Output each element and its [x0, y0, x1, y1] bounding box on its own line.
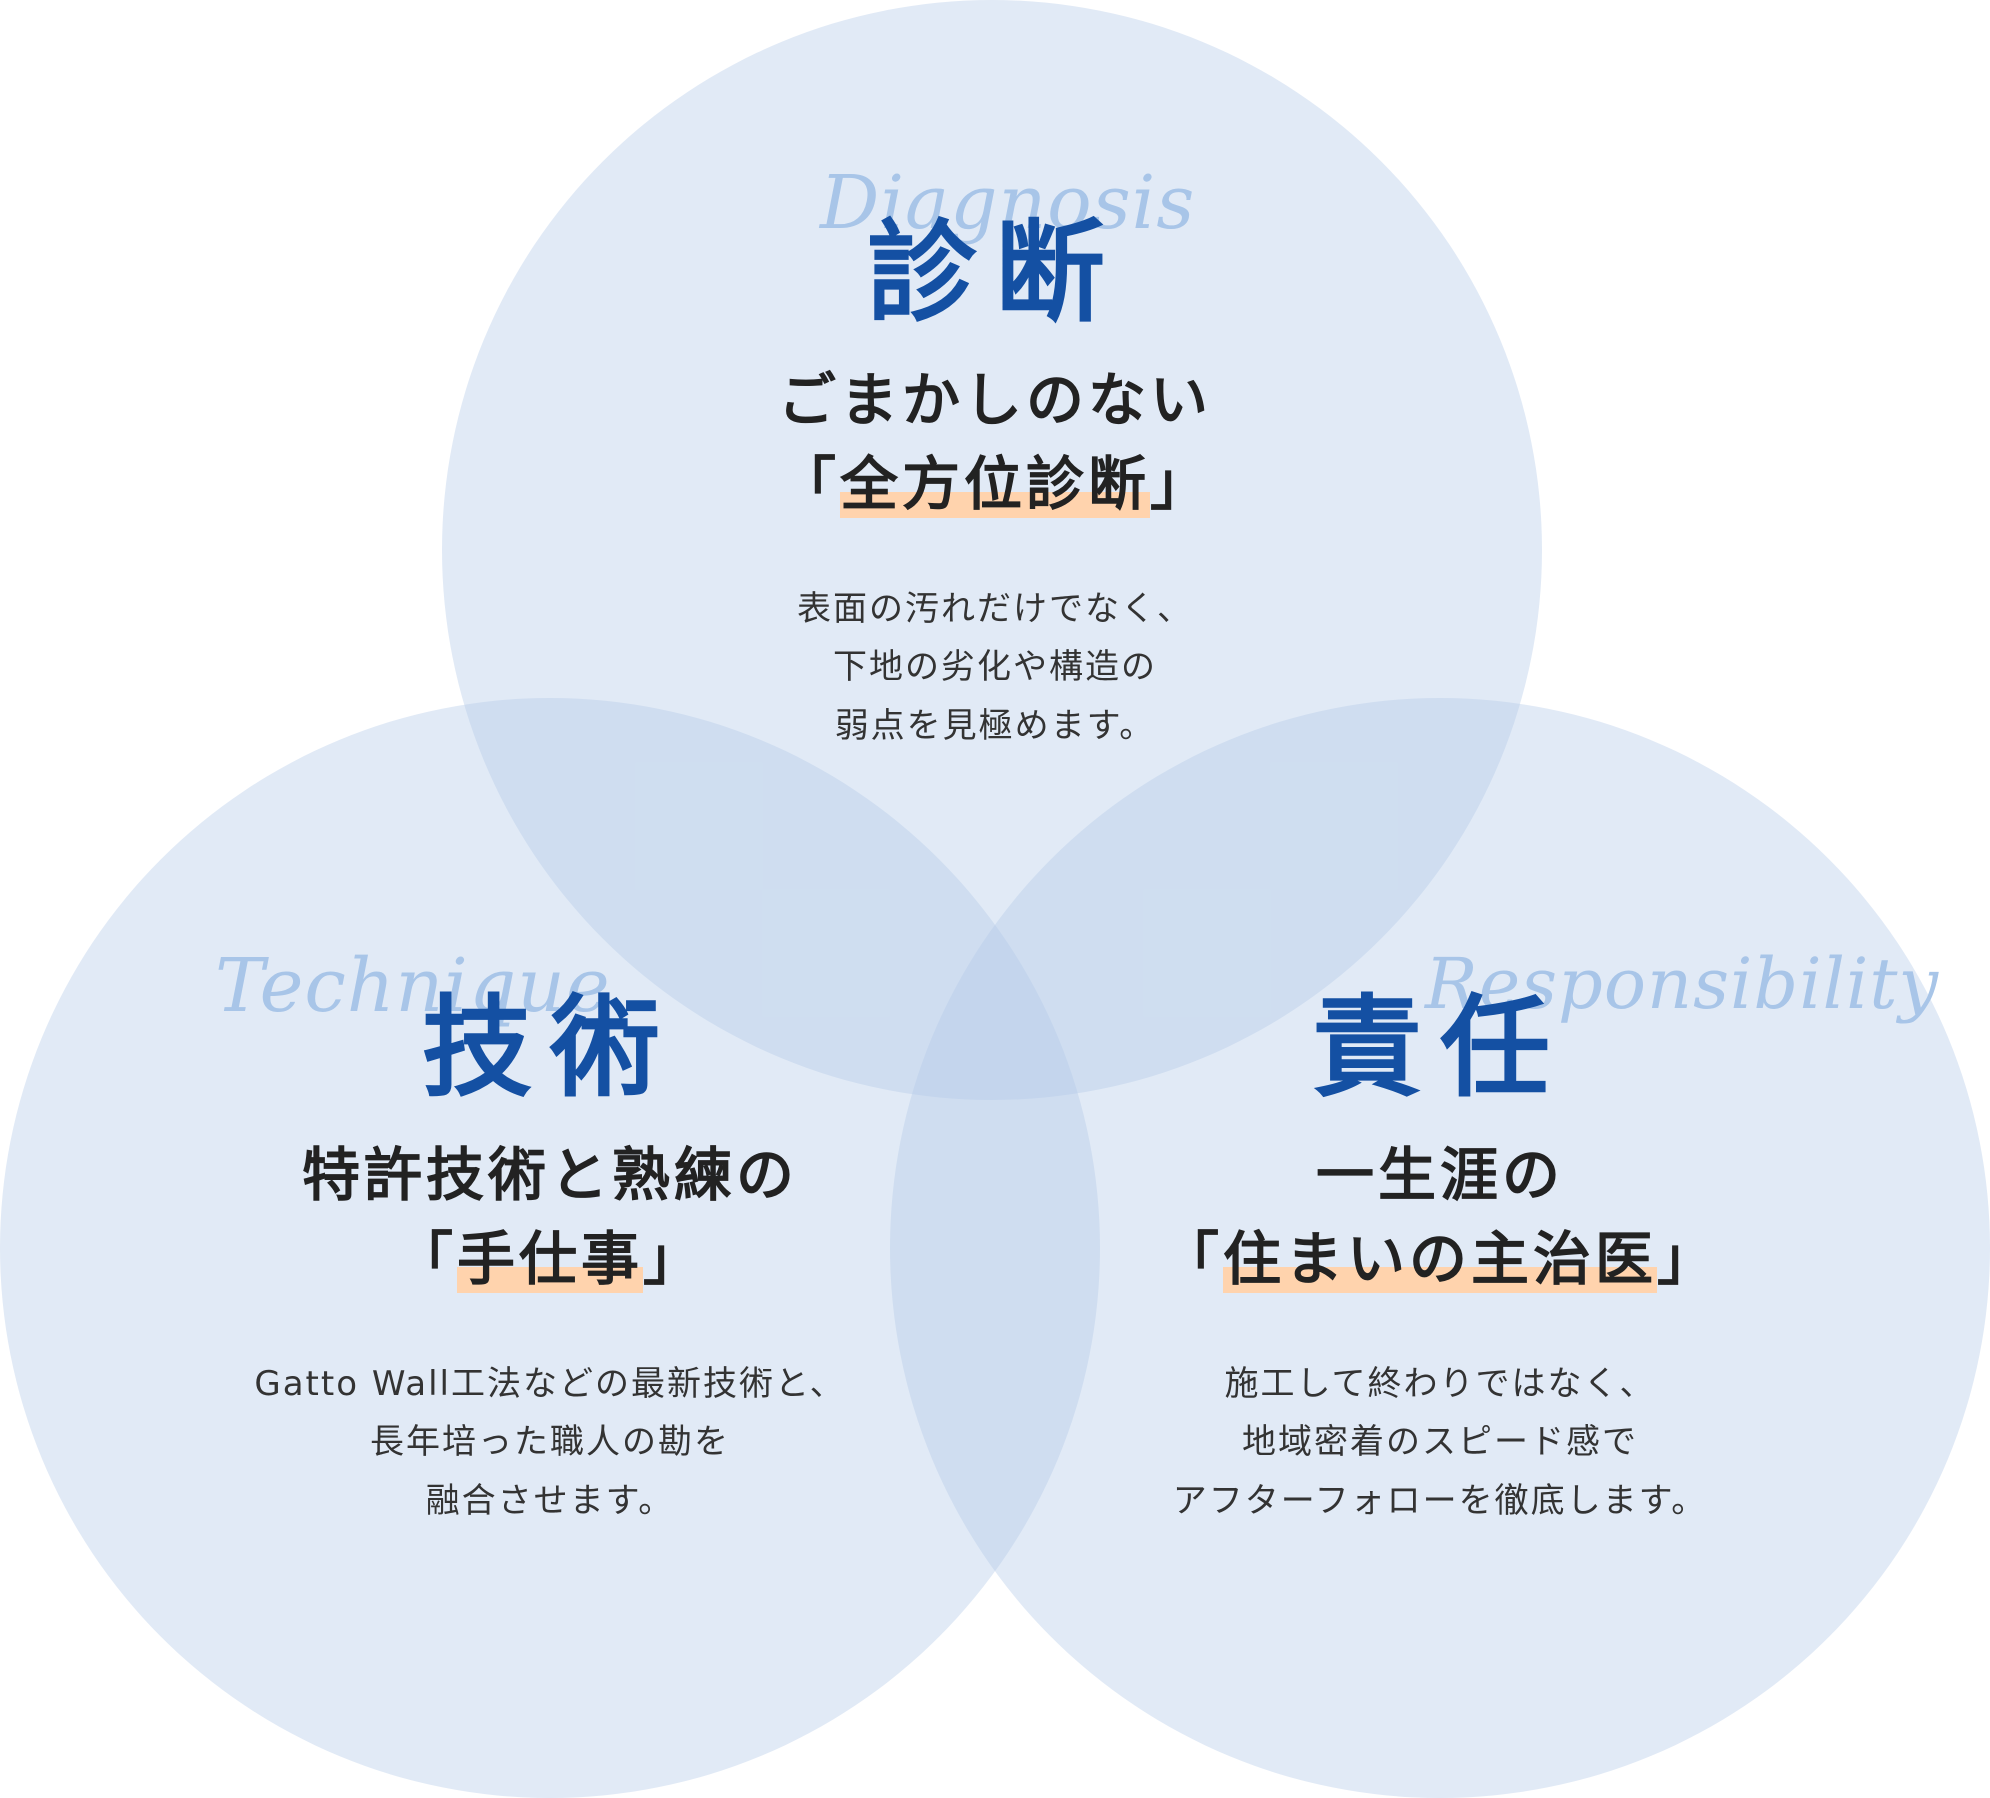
- technique-headline-line2: 「手仕事」: [170, 1217, 930, 1301]
- diagnosis-title: 診断: [867, 209, 1123, 337]
- diagnosis-desc-line: 表面の汚れだけでなく、: [797, 588, 1193, 629]
- technique-highlight: 手仕事: [456, 1224, 643, 1293]
- diagnosis-description: 表面の汚れだけでなく、 下地の劣化や構造の 弱点を見極めます。: [615, 580, 1375, 755]
- technique-bracket-close: 」: [643, 1224, 706, 1293]
- technique-desc-line: 融合させます。: [425, 1480, 675, 1521]
- responsibility-desc-line: アフターフォローを徹底します。: [1172, 1480, 1708, 1521]
- technique-headline-line1: 特許技術と熟練の: [301, 1140, 798, 1209]
- responsibility-title: 責任: [1312, 984, 1568, 1112]
- responsibility-description: 施工して終わりではなく、 地域密着のスピード感で アフターフォローを徹底します。: [1060, 1355, 1820, 1530]
- responsibility-bracket-open: 「: [1160, 1224, 1223, 1293]
- diagnosis-desc-line: 下地の劣化や構造の: [833, 647, 1157, 688]
- responsibility-bracket-close: 」: [1657, 1224, 1720, 1293]
- responsibility-headline-line1: 一生涯の: [1315, 1140, 1564, 1209]
- technique-script-label: Technique: [215, 943, 611, 1029]
- technique-title: 技術: [422, 984, 678, 1112]
- technique-block: Technique 技術 特許技術と熟練の 「手仕事」 Gatto Wall工法…: [170, 935, 930, 1530]
- diagnosis-desc-line: 弱点を見極めます。: [834, 705, 1156, 746]
- responsibility-block: Responsibility 責任 一生涯の 「住まいの主治医」 施工して終わり…: [1060, 935, 1938, 1530]
- diagnosis-headline-line2: 「全方位診断」: [615, 442, 1375, 526]
- responsibility-script-label: Responsibility: [1425, 943, 1940, 1025]
- responsibility-desc-line: 地域密着のスピード感で: [1242, 1422, 1638, 1463]
- responsibility-headline: 一生涯の 「住まいの主治医」: [1060, 1133, 1820, 1301]
- diagnosis-bracket-open: 「: [777, 449, 840, 518]
- responsibility-desc-line: 施工して終わりではなく、: [1224, 1363, 1656, 1404]
- technique-description: Gatto Wall工法などの最新技術と、 長年培った職人の勘を 融合させます。: [170, 1355, 930, 1530]
- diagnosis-headline-line1: ごまかしのない: [777, 365, 1212, 434]
- technique-headline: 特許技術と熟練の 「手仕事」: [170, 1133, 930, 1301]
- diagnosis-highlight: 全方位診断: [839, 449, 1150, 518]
- responsibility-highlight: 住まいの主治医: [1222, 1224, 1657, 1293]
- diagnosis-headline: ごまかしのない 「全方位診断」: [615, 358, 1375, 526]
- diagnosis-bracket-close: 」: [1150, 449, 1213, 518]
- technique-bracket-open: 「: [394, 1224, 457, 1293]
- technique-desc-line: 長年培った職人の勘を: [370, 1422, 730, 1463]
- circle-diagnosis: [442, 0, 1542, 1100]
- responsibility-headline-line2: 「住まいの主治医」: [1060, 1217, 1820, 1301]
- diagnosis-block: Diagnosis 診断 ごまかしのない 「全方位診断」 表面の汚れだけでなく、…: [615, 160, 1375, 755]
- technique-desc-line: Gatto Wall工法などの最新技術と、: [254, 1363, 846, 1404]
- diagnosis-script-label: Diagnosis: [820, 160, 1196, 246]
